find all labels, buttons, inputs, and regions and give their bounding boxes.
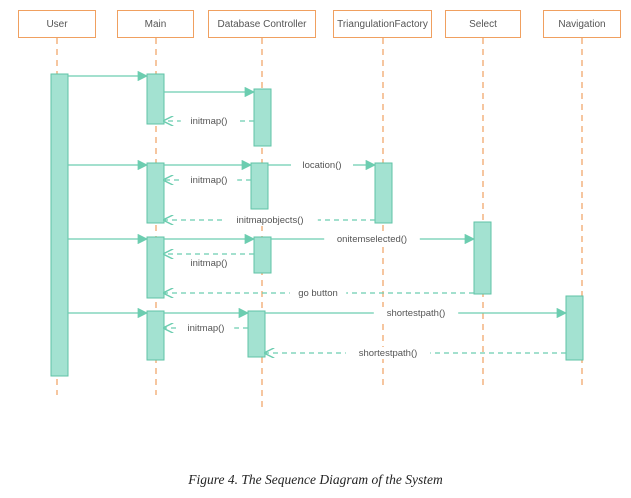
message-label-background <box>222 214 318 226</box>
message-label-background <box>180 174 238 186</box>
message-label-background <box>180 115 238 127</box>
activation-select <box>473 221 492 295</box>
activation-main-2 <box>146 162 165 224</box>
message-label: initmap() <box>188 323 225 334</box>
sequence-diagram: initmap() location() initmap() initmapobjec… <box>50 38 584 410</box>
lifeline-box-user: User <box>18 10 96 38</box>
activation-database-controller-2 <box>250 162 269 210</box>
message-label: initmap() <box>191 116 228 127</box>
message-label: go button <box>298 288 338 299</box>
lifeline-box-database-controller: Database Controller <box>208 10 316 38</box>
participant-label-select: Select <box>469 18 497 30</box>
activation-main-1 <box>146 73 165 125</box>
message-label: onitemselected() <box>337 234 407 245</box>
participant-label-database-controller: Database Controller <box>217 18 307 30</box>
activation-user <box>50 73 69 377</box>
message-label: shortestpath() <box>387 308 446 319</box>
activation-main-3 <box>146 236 165 299</box>
activation-database-controller-4 <box>247 310 266 358</box>
figure-caption: Figure 4. The Sequence Diagram of the Sy… <box>188 472 443 487</box>
participant-label-navigation: Navigation <box>558 18 606 30</box>
message-label-background <box>373 307 459 319</box>
lifeline-box-select: Select <box>445 10 521 38</box>
message-label: initmap() <box>191 258 228 269</box>
activation-navigation <box>565 295 584 361</box>
activation-database-controller-3 <box>253 236 272 274</box>
message-label: location() <box>302 160 341 171</box>
message-label-background <box>289 287 347 299</box>
lifeline-box-triangulation-factory: TriangulationFactory <box>333 10 432 38</box>
message-label: initmap() <box>191 175 228 186</box>
message-label-background <box>345 347 431 359</box>
lifeline-box-navigation: Navigation <box>543 10 621 38</box>
participant-label-user: User <box>46 18 68 30</box>
message-label-background <box>324 233 420 245</box>
message-label-background <box>177 322 235 334</box>
participant-label-main: Main <box>144 18 167 30</box>
participant-label-triangulation-factory: TriangulationFactory <box>337 18 428 30</box>
message-label: shortestpath() <box>359 348 418 359</box>
activation-database-controller-1 <box>253 88 272 147</box>
activation-triangulation-factory <box>374 162 393 224</box>
lifeline-box-main: Main <box>117 10 194 38</box>
message-label: initmapobjects() <box>236 215 303 226</box>
activation-main-4 <box>146 310 165 361</box>
message-label-background <box>291 159 353 171</box>
